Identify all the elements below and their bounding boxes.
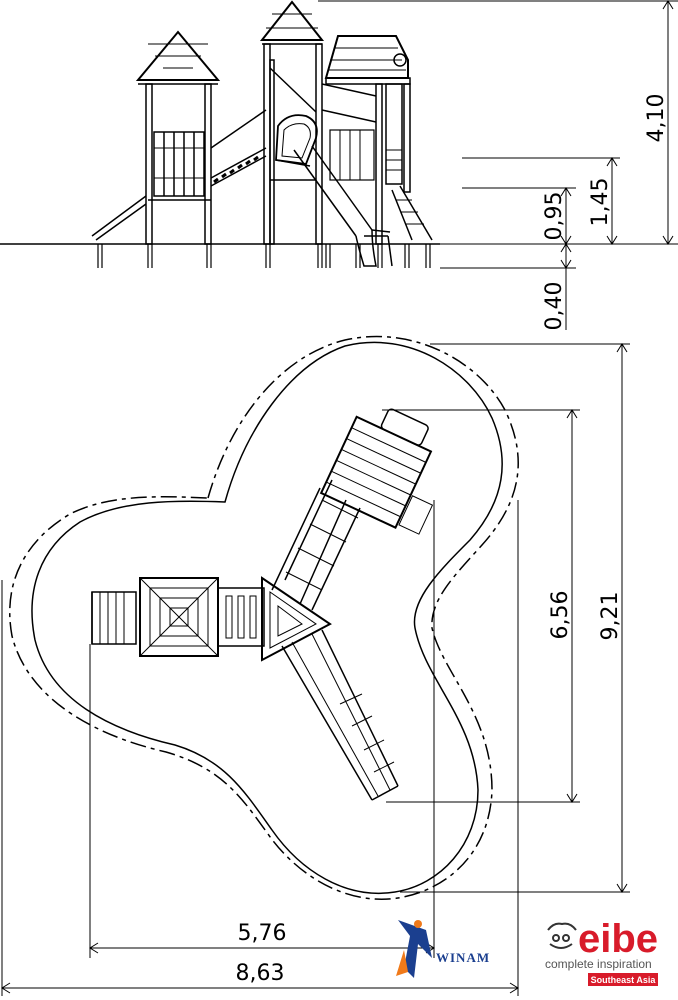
dim-foundation-depth: 0,40: [542, 282, 567, 331]
house-tower: [321, 35, 433, 245]
elevation-view: [0, 0, 678, 330]
plan-view: [1, 335, 630, 996]
plan-left-tower: [91, 577, 265, 657]
eibe-tagline: complete inspiration: [545, 957, 652, 971]
eibe-wordmark: eibe: [578, 917, 658, 961]
access-ramp: [91, 195, 147, 237]
house-roof: [324, 35, 409, 79]
dim-tower-platform-height: 1,45: [588, 178, 613, 227]
center-tower: [259, 0, 325, 245]
dim-inner-width: 5,76: [238, 921, 287, 946]
plan-dimension-lines: [1, 343, 630, 996]
plan-ramp: [91, 591, 137, 645]
elevation-dimension-lines: [318, 0, 678, 330]
left-tower: [91, 30, 221, 245]
eibe-region-badge: [588, 973, 658, 986]
plan-bridge: [217, 587, 265, 647]
dim-inner-depth: 6,56: [548, 591, 573, 640]
foundation-posts: [97, 244, 431, 268]
eibe-region-label: Southeast Asia: [591, 975, 657, 985]
plan-house: [319, 408, 434, 535]
plan-triangle-tower: [261, 576, 332, 662]
dim-outer-width: 8,63: [236, 961, 285, 986]
safety-zone-outline: [31, 341, 503, 894]
alternative-zone-outline: [8, 335, 519, 900]
dim-outer-depth: 9,21: [598, 592, 623, 641]
bridge: [210, 109, 267, 187]
plan-slide: [281, 629, 399, 801]
dim-low-platform-height: 0,95: [542, 192, 567, 241]
plan-ladder: [271, 479, 361, 611]
winam-wordmark: WINAM: [436, 950, 490, 965]
winam-logo: WINAM: [396, 920, 490, 978]
eibe-logo: eibe complete inspiration Southeast Asia: [545, 917, 658, 986]
left-tower-panel: [153, 131, 205, 197]
dim-total-height: 4,10: [644, 94, 669, 143]
eibe-face-icon: [547, 922, 577, 949]
center-tower-roof: [259, 0, 325, 41]
winam-figure-icon: [396, 920, 432, 978]
tube-slide-elevation: [275, 114, 393, 267]
house-window: [393, 53, 407, 67]
